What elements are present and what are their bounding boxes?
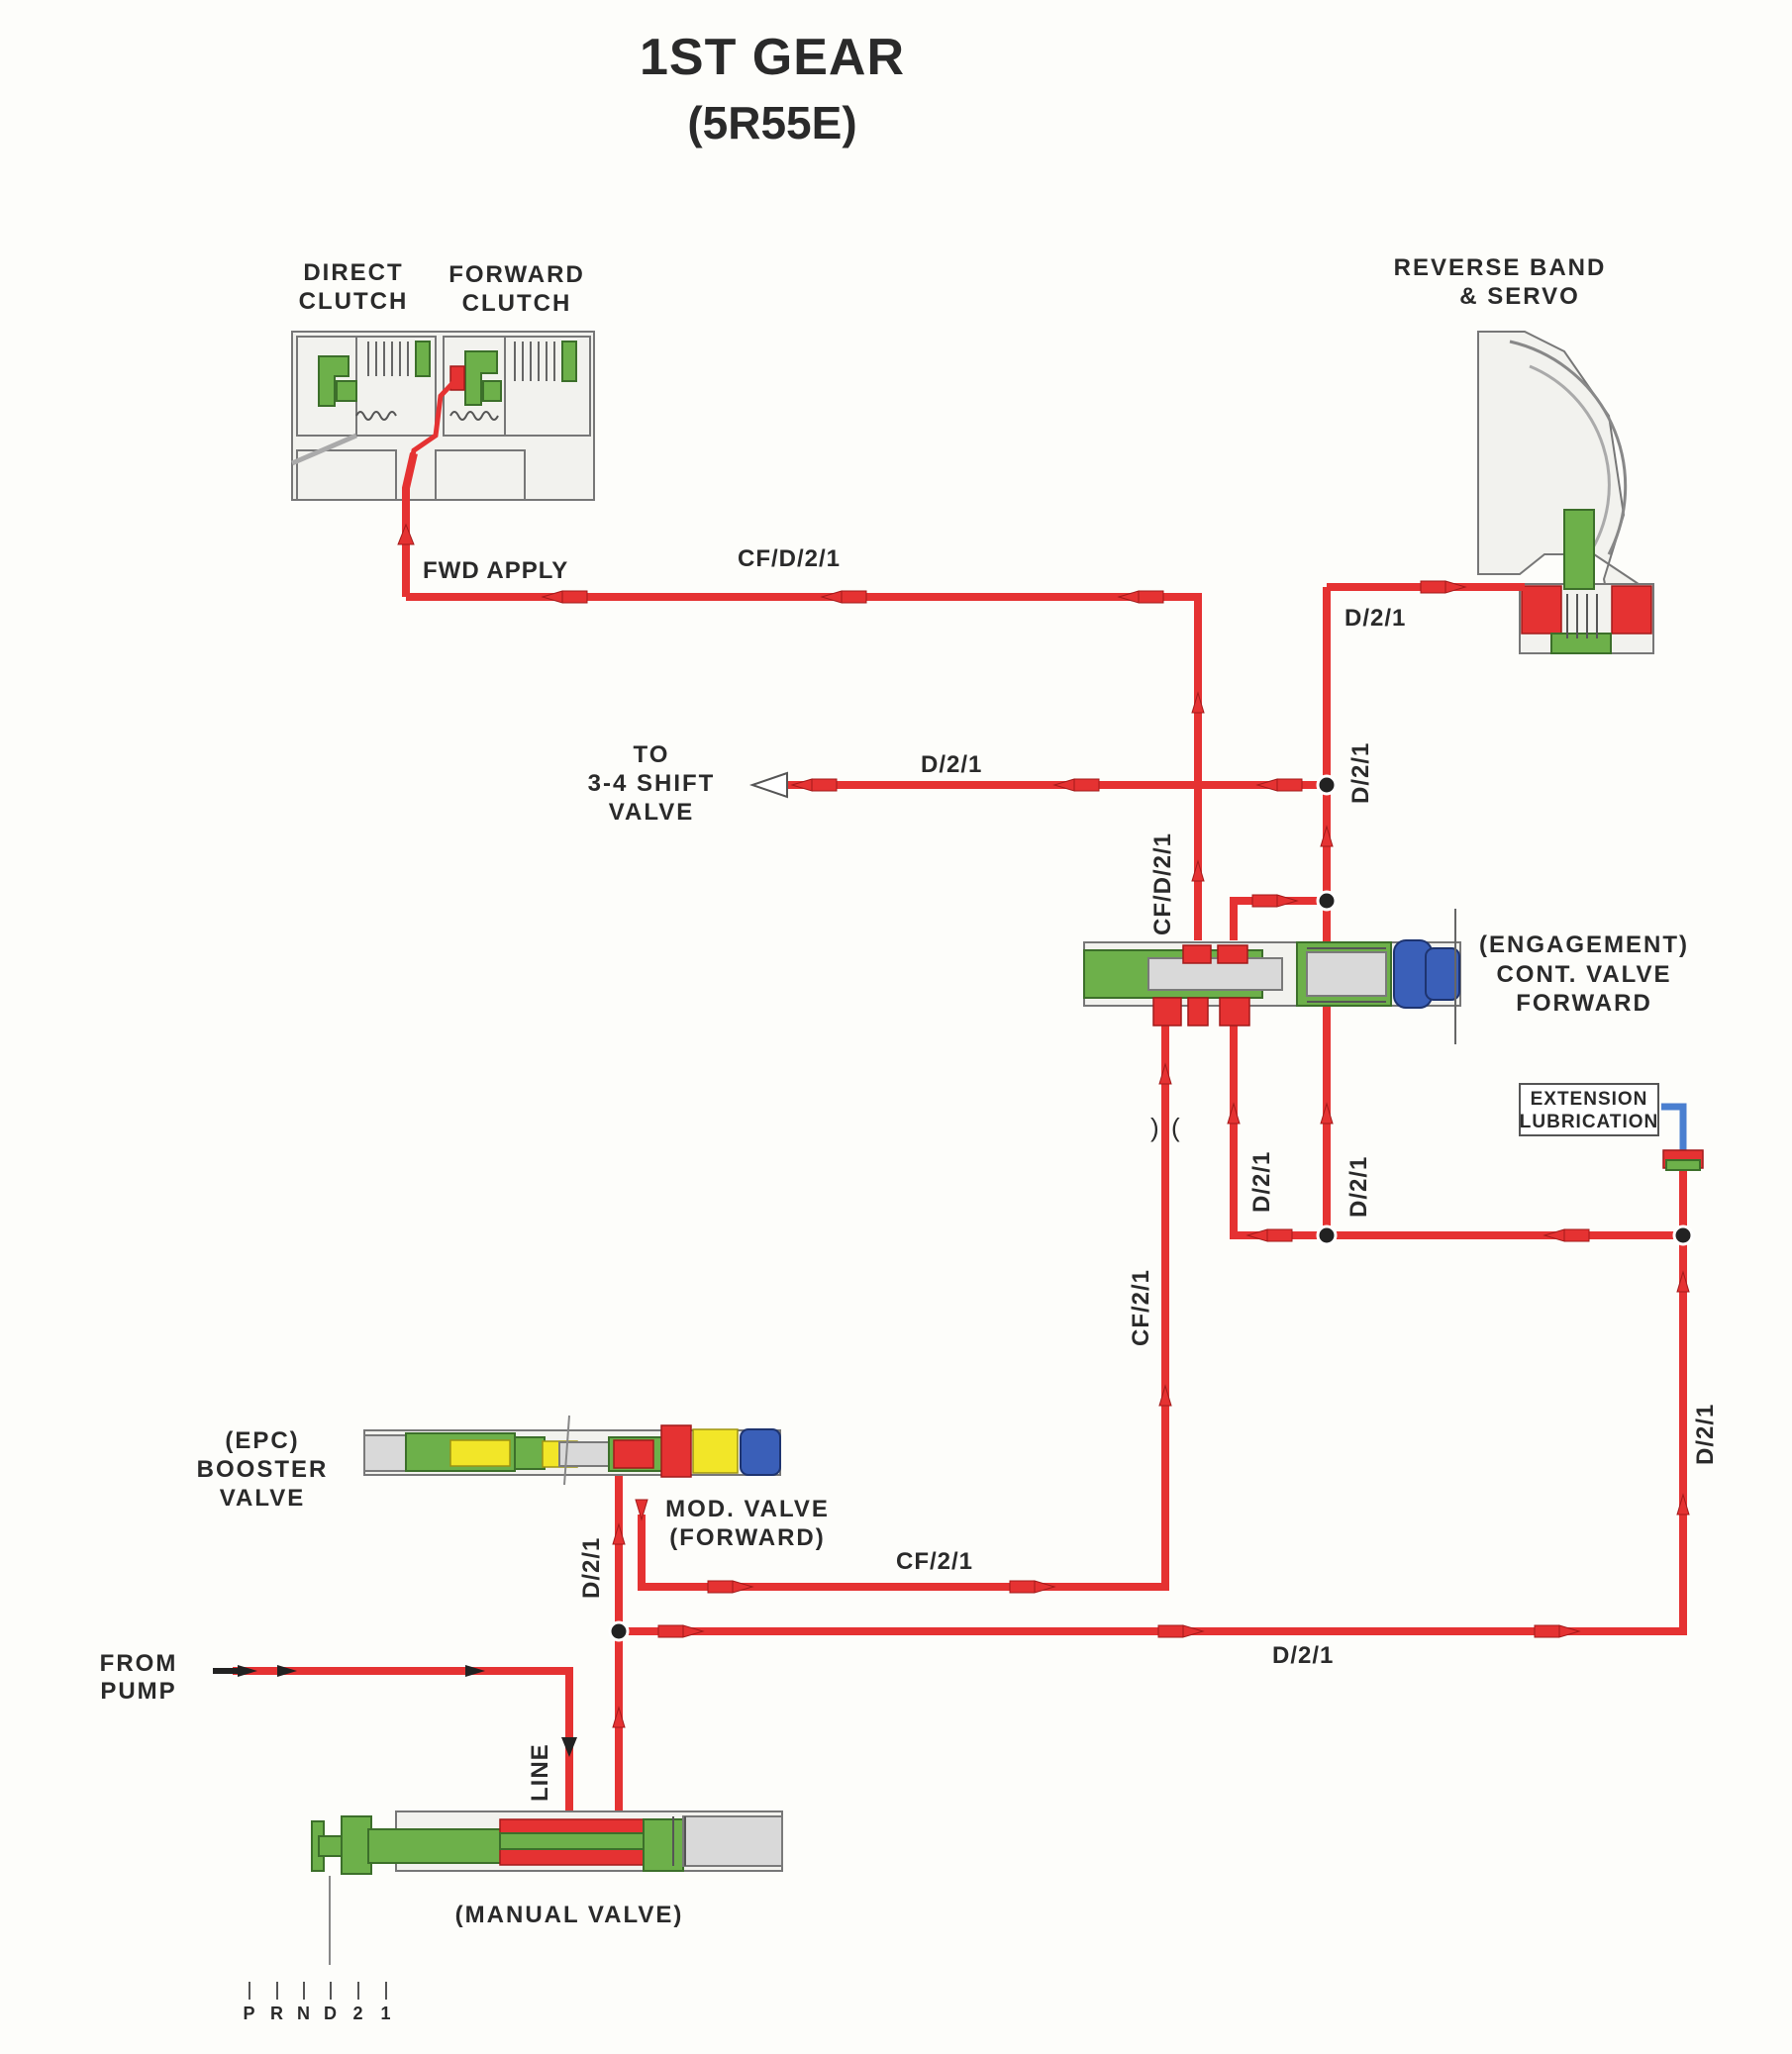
epc-booster-label: (EPC) BOOSTER VALVE — [197, 1427, 329, 1512]
svg-text:& SERVO: & SERVO — [1459, 283, 1580, 310]
direct-clutch-label: DIRECT CLUTCH — [299, 259, 409, 315]
d-2-1-label-manual: D/2/1 — [578, 1537, 605, 1599]
cf-d-2-1-label-vert: CF/D/2/1 — [1149, 832, 1176, 935]
svg-text:R: R — [270, 2004, 284, 2023]
svg-text:VALVE: VALVE — [609, 799, 694, 826]
svg-text:(EPC): (EPC) — [225, 1427, 299, 1454]
orifice-mark: ) — [1150, 1113, 1159, 1142]
engagement-valve-label: (ENGAGEMENT) CONT. VALVE FORWARD — [1479, 931, 1689, 1017]
manual-valve-label: (MANUAL VALVE) — [455, 1902, 684, 1928]
svg-text:(FORWARD): (FORWARD) — [669, 1524, 826, 1551]
d-2-1-label-vert-right: D/2/1 — [1345, 1156, 1372, 1218]
forward-clutch-label: FORWARD CLUTCH — [448, 261, 585, 317]
svg-text:VALVE: VALVE — [220, 1485, 305, 1512]
svg-text:CONT. VALVE: CONT. VALVE — [1496, 961, 1671, 988]
d-2-1-label-vert-left: D/2/1 — [1248, 1151, 1275, 1213]
cf-2-1-label-bottom: CF/2/1 — [896, 1548, 973, 1575]
cf-2-1-label-vert: CF/2/1 — [1128, 1269, 1154, 1346]
engagement-control-valve — [1083, 909, 1461, 1044]
to-shift-valve-label: TO 3-4 SHIFT VALVE — [588, 741, 716, 826]
d-2-1-label-vert-far: D/2/1 — [1692, 1404, 1719, 1465]
cf-d-2-1-label-top: CF/D/2/1 — [738, 545, 841, 572]
manual-valve — [311, 1810, 783, 1965]
svg-text:1: 1 — [380, 2004, 391, 2023]
svg-text:CLUTCH: CLUTCH — [299, 288, 409, 315]
from-pump-label: FROM PUMP — [100, 1650, 178, 1705]
svg-text:N: N — [297, 2004, 311, 2023]
svg-text:2: 2 — [352, 2004, 363, 2023]
svg-text:P: P — [243, 2004, 255, 2023]
line-label: LINE — [527, 1743, 553, 1802]
extension-lube-line — [1661, 1103, 1687, 1150]
svg-text:FORWARD: FORWARD — [448, 261, 585, 288]
gear-positions: P R N D 2 1 — [243, 2004, 391, 2023]
gear-selector — [249, 1982, 387, 2000]
page-subtitle: (5R55E) — [687, 97, 856, 148]
output-arrow — [748, 771, 788, 799]
svg-text:REVERSE BAND: REVERSE BAND — [1394, 254, 1607, 281]
svg-text:D: D — [324, 2004, 338, 2023]
svg-text:FORWARD: FORWARD — [1516, 990, 1652, 1017]
page-title: 1ST GEAR — [640, 29, 905, 86]
pressure-circuit — [233, 452, 1687, 1826]
svg-text:DIRECT: DIRECT — [303, 259, 403, 286]
d-2-1-label-servo: D/2/1 — [1344, 605, 1406, 632]
reverse-band-servo — [1477, 331, 1654, 654]
clutch-assembly — [291, 331, 595, 501]
svg-text:CLUTCH: CLUTCH — [462, 290, 572, 317]
orifice-mark-2: ( — [1171, 1113, 1180, 1142]
svg-text:PUMP: PUMP — [100, 1678, 176, 1705]
svg-text:3-4 SHIFT: 3-4 SHIFT — [588, 770, 716, 797]
reverse-band-label: REVERSE BAND & SERVO — [1394, 254, 1607, 310]
flow-arrows — [213, 523, 1690, 1757]
d-2-1-label-shift: D/2/1 — [921, 751, 982, 778]
svg-text:LUBRICATION: LUBRICATION — [1520, 1112, 1658, 1132]
svg-text:BOOSTER: BOOSTER — [197, 1456, 329, 1483]
d-2-1-label-bottom: D/2/1 — [1272, 1642, 1334, 1669]
svg-text:MOD. VALVE: MOD. VALVE — [665, 1496, 830, 1522]
extension-lube-label: EXTENSION LUBRICATION — [1519, 1083, 1659, 1136]
mod-valve-label: MOD. VALVE (FORWARD) — [665, 1496, 830, 1551]
fwd-apply-label: FWD APPLY — [423, 557, 568, 584]
d-2-1-label-vert-upper: D/2/1 — [1347, 742, 1374, 804]
svg-text:TO: TO — [634, 741, 670, 768]
svg-text:FROM: FROM — [100, 1650, 178, 1677]
epc-booster-mod-valve — [363, 1415, 781, 1486]
svg-text:EXTENSION: EXTENSION — [1531, 1089, 1648, 1110]
svg-text:(ENGAGEMENT): (ENGAGEMENT) — [1479, 931, 1689, 958]
junctions — [608, 774, 1694, 1642]
